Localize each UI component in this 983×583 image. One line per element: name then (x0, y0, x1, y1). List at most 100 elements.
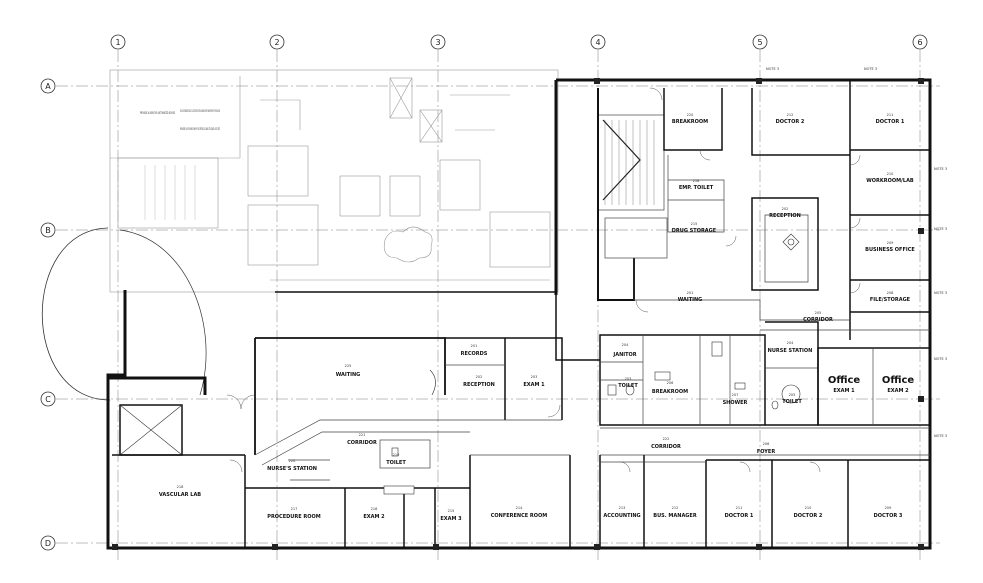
room-label-waiting: WAITING (678, 297, 703, 303)
door-swings (226, 87, 861, 473)
room-label-workroom-lab: WORKROOM/LAB (866, 178, 914, 184)
room-label-exam-2: EXAM 2 (363, 514, 385, 520)
existing-area-upper-left: PROVIDE A NEW TAP AUTOMATED DOORS FIELD … (109, 69, 559, 293)
room-number: 218 (693, 179, 700, 183)
room-label-procedure-room: PROCEDURE ROOM (267, 514, 320, 520)
note3-tag: NOTE 3 (934, 227, 947, 231)
room-label-office-1: Office (828, 375, 861, 386)
room-number: 221 (359, 433, 366, 437)
room-number: 204 (622, 343, 629, 347)
room-label-corridor: CORRIDOR (347, 440, 377, 446)
room-number: 210 (887, 172, 894, 176)
grid-row-d-label: D (45, 539, 51, 548)
grid-bubble-col-1: 1 (110, 34, 126, 50)
grid-bubble-col-6: 6 (912, 34, 928, 50)
structural-columns (112, 78, 924, 550)
bottom-right-rooms (599, 427, 930, 548)
room-labels: 220 BREAKROOM 212 DOCTOR 2 211 DOCTOR 1 … (159, 113, 916, 522)
grid-col-2-label: 2 (274, 38, 279, 47)
room-number: 203 (625, 377, 632, 381)
room-label-corridor: CORRIDOR (803, 317, 833, 323)
grid-col-1-label: 1 (115, 38, 120, 47)
room-label-doctor-1: DOCTOR 1 (725, 513, 754, 519)
grid-col-6-label: 6 (917, 38, 922, 47)
room-label-records: RECORDS (461, 351, 488, 357)
room-label-reception: RECEPTION (463, 382, 495, 388)
grid-row-a-label: A (45, 82, 51, 91)
room-number: 213 (619, 506, 626, 510)
room-number: 219 (393, 453, 400, 457)
demo-note-2: FIELD COORDINATE EXACT LOCATION OF SCRUB… (180, 109, 220, 113)
room-label-conference-room: CONFERENCE ROOM (491, 513, 548, 519)
room-label-doctor-2: DOCTOR 2 (776, 119, 805, 125)
room-label-reception: RECEPTION (769, 213, 801, 219)
grid-row-b-label: B (45, 226, 51, 235)
grid-bubble-col-5: 5 (752, 34, 768, 50)
room-number: 217 (291, 507, 298, 511)
room-number: 220 (687, 113, 694, 117)
room-number: 205 (789, 393, 796, 397)
grid-bubble-row-c: C (40, 391, 56, 407)
room-number: 216 (371, 507, 378, 511)
grid-bubble-row-d: D (40, 535, 56, 551)
room-label-office-2: Office (882, 375, 915, 386)
room-label-foyer: FOYER (757, 449, 776, 455)
grid-bubble-row-a: A (40, 78, 56, 94)
room-number: 218 (177, 485, 184, 489)
room-label-doctor-1: DOCTOR 1 (876, 119, 905, 125)
room-number: 215 (691, 222, 698, 226)
grid-bubble-col-4: 4 (590, 34, 606, 50)
room-sublabel-exam-1: EXAM 1 (833, 388, 855, 394)
room-label-toilet: TOILET (782, 399, 802, 405)
middle-band-rooms (599, 321, 931, 426)
room-number: 212 (672, 506, 679, 510)
room-label-nurse-station: NURSE STATION (768, 348, 813, 354)
room-number: 210 (805, 506, 812, 510)
room-number: 201 (471, 344, 478, 348)
note3-tags: NOTE 3 NOTE 3 NOTE 3 NOTE 3 NOTE 3 NOTE … (766, 67, 947, 438)
room-number: 202 (476, 375, 483, 379)
room-number: 202 (782, 207, 789, 211)
room-number: 206 (667, 381, 674, 385)
room-label-toilet: TOILET (386, 460, 406, 466)
room-label-breakroom: BREAKROOM (652, 389, 688, 395)
grid-row-c-label: C (45, 395, 51, 404)
room-number: 212 (787, 113, 794, 117)
room-label-janitor: JANITOR (612, 352, 636, 358)
grid-col-3-label: 3 (435, 38, 440, 47)
note3-tag: NOTE 3 (934, 434, 947, 438)
room-label-file-storage: FILE/STORAGE (870, 297, 911, 303)
room-label-toilet: TOILET (618, 383, 638, 389)
grid-col-5-label: 5 (757, 38, 762, 47)
room-label-emp-toilet: EMP. TOILET (679, 185, 714, 191)
left-lower-rooms (112, 337, 571, 548)
room-label-drug-storage: DRUG STORAGE (672, 228, 717, 234)
grid-col-4-label: 4 (595, 38, 600, 47)
room-number: 211 (887, 113, 894, 117)
room-number: 225 (345, 364, 352, 368)
room-number: 220 (289, 459, 296, 463)
room-label-breakroom: BREAKROOM (672, 119, 708, 125)
room-number: 206 (763, 442, 770, 446)
room-label-vascular-lab: VASCULAR LAB (159, 492, 201, 498)
room-number: 211 (736, 506, 743, 510)
note3-tag: NOTE 3 (934, 291, 947, 295)
note3-tag: NOTE 3 (934, 167, 947, 171)
room-label-doctor-2: DOCTOR 2 (794, 513, 823, 519)
room-number: 215 (448, 509, 455, 513)
grid-bubble-row-b: B (40, 222, 56, 238)
room-label-exam-3: EXAM 3 (440, 516, 462, 522)
room-label-accounting: ACCOUNTING (603, 513, 640, 519)
room-label-shower: SHOWER (723, 400, 748, 406)
room-label-nurses-station: NURSE'S STATION (267, 466, 317, 472)
room-number: 208 (887, 291, 894, 295)
room-sublabel-exam-2: EXAM 2 (887, 388, 909, 394)
grid-bubble-col-2: 2 (269, 34, 285, 50)
room-number: 214 (516, 506, 523, 510)
room-number: 204 (787, 341, 794, 345)
room-number: 209 (885, 506, 892, 510)
demo-note-3: PROVIDE FLOOR BOXES WITH RECEPTACLES AND… (180, 127, 220, 131)
room-label-exam-1: EXAM 1 (523, 382, 545, 388)
room-label-corridor: CORRIDOR (651, 444, 681, 450)
